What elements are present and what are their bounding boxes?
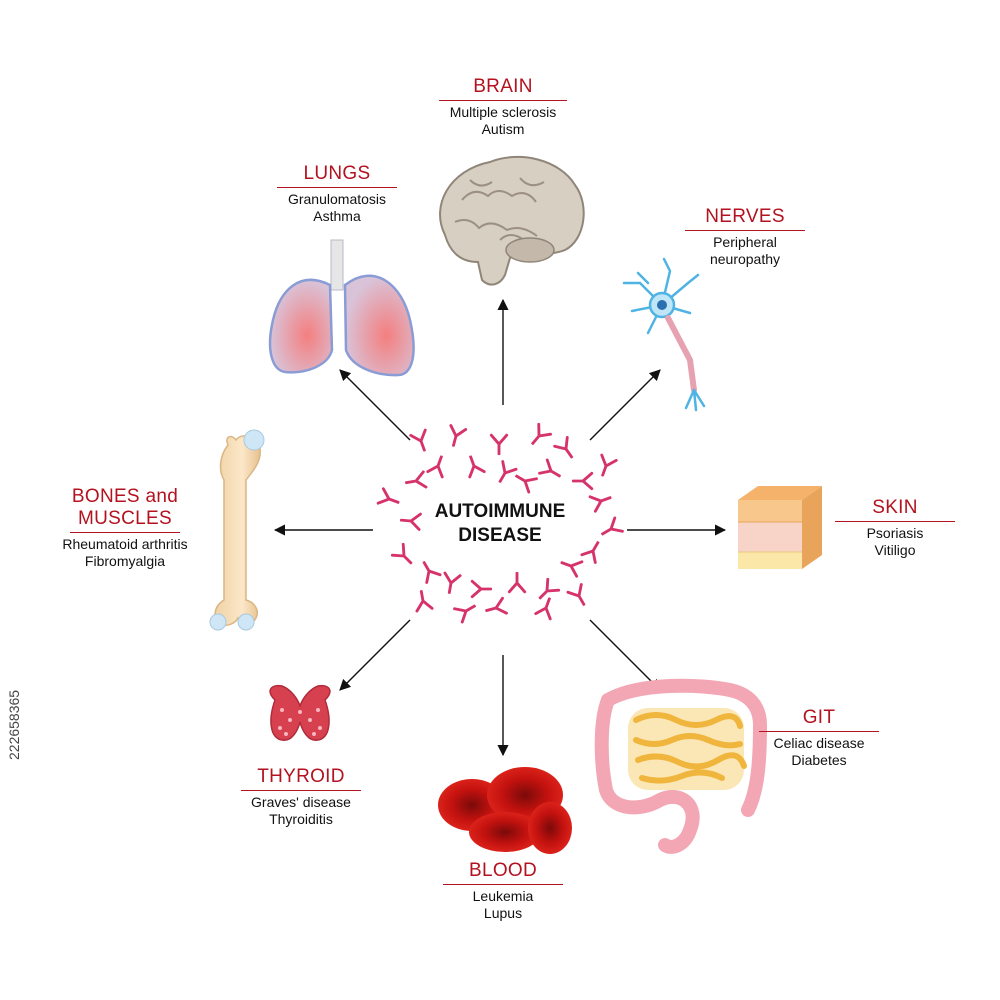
skin-item-2: Vitiligo <box>874 542 916 558</box>
arrow-to-nerves <box>589 369 661 441</box>
git-divider <box>759 731 879 732</box>
arrows <box>273 298 727 757</box>
blood-title: BLOOD <box>468 860 538 881</box>
thyroid-illustration <box>269 684 331 741</box>
bones-item-2: Fibromyalgia <box>84 553 166 569</box>
center-title-line2: DISEASE <box>458 525 542 546</box>
git-illustration <box>594 678 768 854</box>
brain-illustration <box>439 155 585 286</box>
skin-item-1: Psoriasis <box>866 525 924 541</box>
bone-illustration <box>209 429 265 631</box>
blood-divider <box>443 884 563 885</box>
lungs-label-group: LUNGS Granulomatosis Asthma <box>237 163 437 225</box>
git-item-1: Celiac disease <box>773 735 865 751</box>
skin-label-group: SKIN Psoriasis Vitiligo <box>795 497 995 559</box>
arrow-to-git <box>589 619 661 691</box>
stock-id: 222658365 <box>6 689 22 760</box>
nerve-illustration <box>622 257 706 412</box>
git-item-2: Diabetes <box>791 752 847 768</box>
brain-item-2: Autism <box>481 121 525 137</box>
thyroid-title: THYROID <box>257 766 345 787</box>
arrow-to-thyroid <box>339 619 411 691</box>
skin-title: SKIN <box>872 497 918 518</box>
center-title: AUTOIMMUNE DISEASE <box>420 500 580 548</box>
lungs-divider <box>277 187 397 188</box>
bones-title-line2: MUSCLES <box>78 508 172 529</box>
brain-title: BRAIN <box>473 76 533 97</box>
lungs-item-1: Granulomatosis <box>287 191 387 207</box>
bones-divider <box>70 532 180 533</box>
nerves-item-1: Peripheral <box>713 234 777 250</box>
bones-item-1: Rheumatoid arthritis <box>62 536 188 552</box>
thyroid-label-group: THYROID Graves' disease Thyroiditis <box>201 766 401 828</box>
nerves-label-group: NERVES Peripheral neuropathy <box>645 206 845 268</box>
skin-divider <box>835 521 955 522</box>
thyroid-item-2: Thyroiditis <box>269 811 333 827</box>
nerves-item-2: neuropathy <box>709 251 781 267</box>
blood-illustration <box>438 767 572 854</box>
nerves-title: NERVES <box>705 206 785 227</box>
nerves-divider <box>685 230 805 231</box>
arrow-to-lungs <box>339 369 411 441</box>
bones-title-line1: BONES and <box>71 486 179 507</box>
bones-label-group: BONES and MUSCLES Rheumatoid arthritis F… <box>25 486 225 570</box>
thyroid-divider <box>241 790 361 791</box>
blood-item-2: Lupus <box>483 905 523 921</box>
lungs-item-2: Asthma <box>313 208 361 224</box>
center-title-line1: AUTOIMMUNE <box>434 501 566 522</box>
brain-label-group: BRAIN Multiple sclerosis Autism <box>403 76 603 138</box>
skin-illustration <box>738 486 822 569</box>
lungs-title: LUNGS <box>303 163 371 184</box>
blood-item-1: Leukemia <box>472 888 534 904</box>
git-label-group: GIT Celiac disease Diabetes <box>719 707 919 769</box>
thyroid-item-1: Graves' disease <box>251 794 351 810</box>
blood-label-group: BLOOD Leukemia Lupus <box>403 860 603 922</box>
brain-divider <box>439 100 567 101</box>
git-title: GIT <box>802 707 836 728</box>
lungs-illustration <box>268 239 415 377</box>
brain-item-1: Multiple sclerosis <box>449 104 557 120</box>
